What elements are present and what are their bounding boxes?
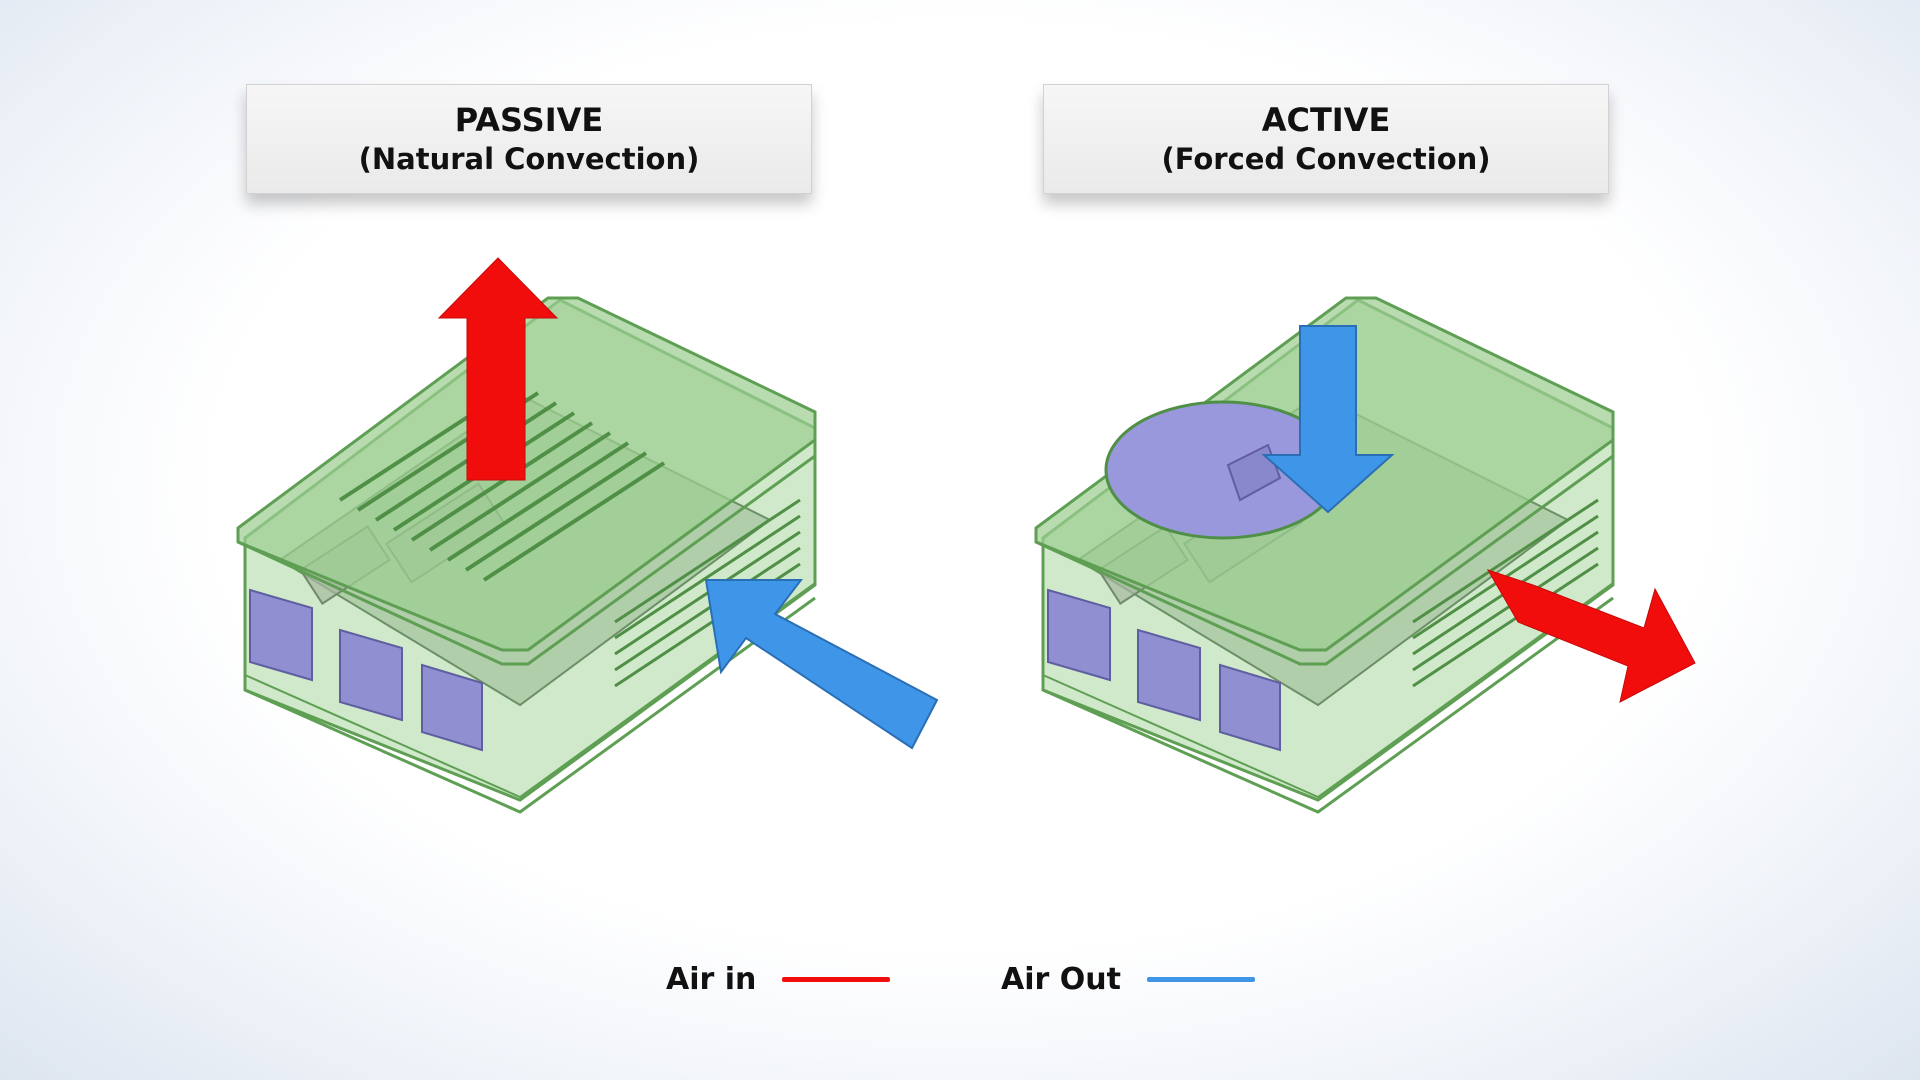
legend-air-out-swatch [1146,977,1255,982]
air-in-arrow-down-icon [1261,325,1395,514]
passive-case-illustration [236,257,939,814]
legend-air-in: Air in [666,962,891,997]
legend-air-in-swatch [782,977,891,982]
active-subtitle: (Forced Convection) [1161,142,1491,176]
air-out-arrow-side-icon [1486,569,1696,703]
air-in-arrow-side-icon [704,579,939,750]
active-title: ACTIVE [1261,101,1391,139]
legend-air-out-label: Air Out [1001,962,1121,997]
passive-subtitle: (Natural Convection) [358,142,700,176]
passive-label-box: PASSIVE (Natural Convection) [246,84,812,194]
legend-air-in-label: Air in [666,962,757,997]
active-label-box: ACTIVE (Forced Convection) [1043,84,1609,194]
active-case-illustration [1034,296,1696,814]
passive-title: PASSIVE [454,101,604,139]
legend-air-out: Air Out [1001,962,1255,997]
air-out-arrow-up-icon [437,257,559,481]
